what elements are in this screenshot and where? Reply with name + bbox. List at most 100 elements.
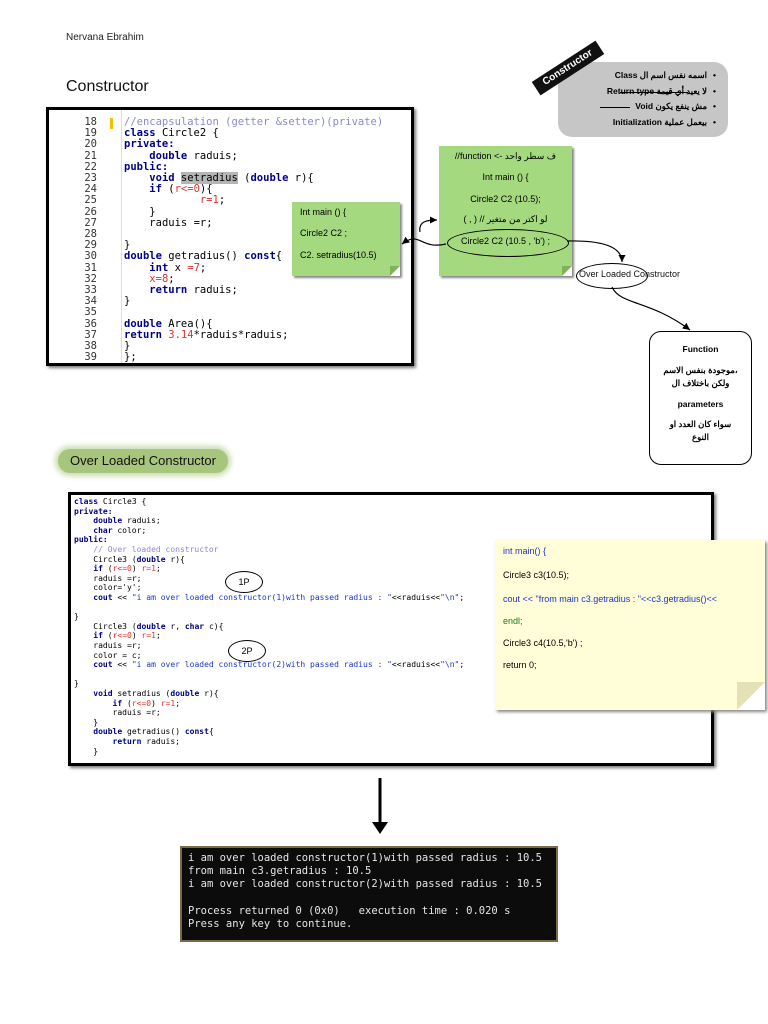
code-line: double raduis; bbox=[93, 516, 161, 526]
code-line: void setradius (double r){ bbox=[149, 172, 314, 184]
line-number: 27 bbox=[84, 216, 97, 229]
overloaded-ellipse bbox=[576, 263, 648, 289]
highlight-ellipse bbox=[447, 229, 569, 257]
code-line: public: bbox=[74, 535, 108, 545]
code-window-circle3: class Circle3 {private: double raduis; c… bbox=[68, 492, 714, 766]
cloud-1p: 1P bbox=[225, 571, 263, 593]
overloaded-label: Over Loaded Constructor bbox=[579, 269, 681, 279]
console-line: i am over loaded constructor(1)with pass… bbox=[188, 852, 543, 864]
code-line: } bbox=[124, 295, 131, 308]
code-line: private: bbox=[124, 138, 175, 151]
rule-item-text: لا يعيد أي قيمة Return type bbox=[606, 86, 708, 96]
line-number: 28 bbox=[84, 228, 97, 240]
code-line: Circle3 (double r){ bbox=[93, 554, 185, 564]
rule-item: لا يعيد أي قيمة Return type bbox=[607, 86, 716, 97]
func-line: النوع bbox=[692, 432, 709, 442]
line-number: 34 bbox=[84, 295, 97, 308]
note-line: Int main () { bbox=[482, 172, 529, 182]
note-line: ف سطر واحد -> function// bbox=[454, 151, 557, 161]
line-number: 31 bbox=[84, 261, 97, 274]
note-line: C2. setradius(10.5) bbox=[300, 250, 377, 260]
code-line: //encapsulation (getter &setter)(private… bbox=[124, 116, 384, 128]
line-number: 18 bbox=[84, 116, 97, 128]
code-line: } bbox=[124, 340, 131, 352]
code-line: return raduis; bbox=[149, 284, 238, 296]
code-line: if (r<=0){ bbox=[149, 183, 213, 196]
func-line: موجودة بنفس الاسم، bbox=[663, 365, 738, 375]
note-line: لو اكتر من متغير // ( , ) bbox=[463, 214, 548, 224]
code-line: double raduis; bbox=[149, 149, 238, 162]
cloud-2p: 2P bbox=[228, 640, 266, 662]
code-line: raduis =r; bbox=[149, 216, 213, 229]
code-line: } bbox=[74, 679, 79, 689]
console-line: i am over loaded constructor(2)with pass… bbox=[188, 878, 543, 891]
note-line: return 0; bbox=[503, 660, 537, 670]
code-line: return raduis; bbox=[112, 737, 180, 746]
func-line: سواء كان العدد او bbox=[669, 419, 732, 429]
code-line: double Area(){ bbox=[124, 317, 213, 330]
code-line: cout << "i am over loaded constructor(2)… bbox=[93, 660, 465, 670]
line-number: 33 bbox=[84, 284, 97, 296]
code-line: if (r<=0) r=1; bbox=[112, 698, 181, 708]
code-line: } bbox=[124, 239, 131, 252]
note-line: Circle3 c3(10.5); bbox=[503, 570, 570, 580]
line-number: 24 bbox=[84, 183, 97, 196]
code-line: public: bbox=[124, 160, 169, 173]
func-line: ولكن باختلاف ال bbox=[671, 378, 730, 388]
code-line: } bbox=[93, 746, 99, 756]
line-number: 29 bbox=[84, 239, 97, 252]
line-number: 32 bbox=[84, 272, 97, 285]
note-line: endl; bbox=[503, 616, 523, 626]
code-line: cout << "i am over loaded constructor(1)… bbox=[93, 593, 465, 602]
func-line: parameters bbox=[677, 399, 724, 409]
code-line: color='y'; bbox=[93, 583, 142, 593]
code-line: char color; bbox=[93, 525, 147, 535]
code-line: double getradius() const{ bbox=[124, 250, 283, 263]
line-number: 36 bbox=[84, 317, 97, 330]
function-definition-box: Function موجودة بنفس الاسم، ولكن باختلاف… bbox=[649, 331, 752, 465]
code-line: if (r<=0) r=1; bbox=[93, 564, 161, 574]
code-line: int x =7; bbox=[149, 261, 207, 274]
line-number: 26 bbox=[84, 205, 97, 218]
line-number: 19 bbox=[84, 127, 97, 140]
line-number: 21 bbox=[84, 149, 97, 162]
note-line: Int main () { bbox=[300, 207, 347, 217]
code-line: color = c; bbox=[93, 650, 142, 660]
console-output: i am over loaded constructor(1)with pass… bbox=[180, 846, 558, 942]
console-line: Press any key to continue. bbox=[188, 918, 353, 930]
line-number: 23 bbox=[84, 172, 97, 184]
func-line: Function bbox=[682, 344, 719, 354]
sticky-note-main-circle3: int main() { Circle3 c3(10.5); cout << "… bbox=[495, 540, 765, 710]
console-line: Process returned 0 (0x0) execution time … bbox=[188, 904, 511, 917]
current-line-marker bbox=[110, 118, 113, 129]
line-number: 22 bbox=[84, 160, 97, 173]
rule-item: بيعمل عملية Initialization bbox=[613, 117, 716, 128]
line-number: 25 bbox=[84, 194, 97, 207]
page-title: Constructor bbox=[66, 78, 149, 95]
code-line: r=1; bbox=[199, 194, 226, 207]
line-number: 30 bbox=[84, 250, 97, 263]
line-number: 20 bbox=[84, 138, 97, 151]
code-line: } bbox=[93, 717, 99, 727]
code-line: class Circle3 { bbox=[74, 497, 147, 506]
code-line: } bbox=[149, 205, 156, 218]
code-line: // Over loaded constructor bbox=[74, 545, 219, 554]
code-line: private: bbox=[74, 506, 113, 516]
sticky-note-main-setradius: Int main () { Circle2 C2 ; C2. setradius… bbox=[292, 202, 400, 276]
author-name: Nervana Ebrahim bbox=[66, 32, 144, 43]
code-line: raduis =r; bbox=[112, 708, 161, 718]
code-line: }; bbox=[124, 351, 137, 364]
line-number: 39 bbox=[84, 351, 97, 364]
line-number: 35 bbox=[84, 306, 97, 319]
code-line: class Circle2 { bbox=[124, 127, 219, 140]
code-line: raduis =r; bbox=[93, 573, 142, 583]
console-line: from main c3.getradius : 10.5 bbox=[188, 865, 372, 878]
code-line: Circle3 (double r, char c){ bbox=[93, 621, 224, 631]
code-line: raduis =r; bbox=[93, 641, 142, 650]
line-number: 37 bbox=[84, 328, 97, 341]
line-number: 38 bbox=[84, 340, 97, 352]
note-line: Circle2 C2 (10.5); bbox=[470, 194, 541, 204]
code-line: if (r<=0) r=1; bbox=[93, 631, 161, 641]
code-line: void setradius (double r){ bbox=[93, 689, 219, 698]
code-line: double getradius() const{ bbox=[93, 727, 214, 737]
